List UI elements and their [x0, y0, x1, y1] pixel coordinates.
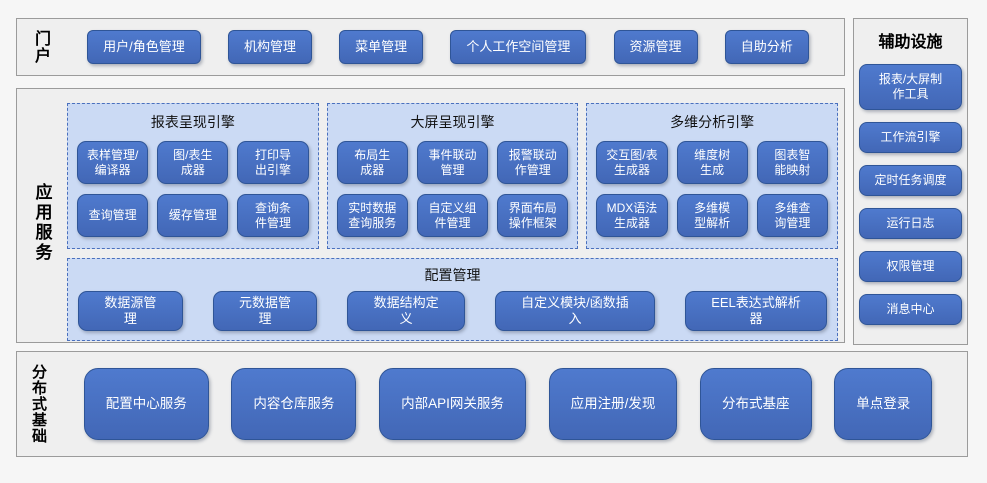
report-rendering-engine-panel: 报表呈现引擎 表样管理/ 编译器 图/表生 成器 打印导 出引擎 查询管理 缓存… — [67, 103, 319, 249]
node-datasource-mgmt: 数据源管理 — [78, 291, 183, 331]
node-query-mgmt: 查询管理 — [77, 194, 149, 237]
node-custom-component-mgmt: 自定义组 件管理 — [416, 194, 489, 237]
node-mdx-syntax-generator: MDX语法 生成器 — [596, 194, 668, 237]
application-services-section: 应用服务 报表呈现引擎 表样管理/ 编译器 图/表生 成器 打印导 出引擎 查询… — [16, 88, 845, 343]
multidim-analysis-engine-title: 多维分析引擎 — [670, 114, 755, 130]
node-report-screen-authoring-tool: 报表/大屏制 作工具 — [859, 64, 962, 110]
application-services-content: 报表呈现引擎 表样管理/ 编译器 图/表生 成器 打印导 出引擎 查询管理 缓存… — [67, 103, 839, 342]
node-config-center-service: 配置中心服务 — [83, 368, 209, 440]
bigscreen-rendering-engine-panel: 大屏呈现引擎 布局生 成器 事件联动 管理 报警联动 作管理 实时数据 查询服务… — [326, 103, 579, 249]
node-alarm-linkage-action-mgmt: 报警联动 作管理 — [497, 141, 569, 184]
config-mgmt-panel: 配置管理 数据源管理 元数据管理 数据结构定义 自定义模块/函数插入 EEL表达… — [67, 258, 838, 341]
node-app-register-discovery: 应用注册/发现 — [548, 368, 678, 440]
node-eel-expression-parser: EEL表达式解析器 — [684, 291, 827, 331]
bigscreen-rendering-engine-title: 大屏呈现引擎 — [410, 114, 495, 130]
node-realtime-data-query-service: 实时数据 查询服务 — [336, 194, 408, 237]
node-multidim-model-parsing: 多维模 型解析 — [676, 194, 748, 237]
node-menu-mgmt: 菜单管理 — [339, 30, 424, 64]
node-self-service-analysis: 自助分析 — [724, 30, 809, 64]
node-dimension-tree-generation: 维度树 生成 — [676, 141, 748, 184]
portal-section: 门户 用户/角色管理 机构管理 菜单管理 个人工作空间管理 资源管理 自助分析 — [16, 18, 845, 76]
node-ui-layout-framework: 界面布局 操作框架 — [497, 194, 569, 237]
engine-node-row: 交互图/表 生成器 维度树 生成 图表智 能映射 — [596, 141, 828, 184]
engines-row: 报表呈现引擎 表样管理/ 编译器 图/表生 成器 打印导 出引擎 查询管理 缓存… — [67, 103, 839, 249]
node-metadata-mgmt: 元数据管理 — [212, 291, 318, 331]
node-run-log: 运行日志 — [859, 208, 962, 239]
engine-node-row: 实时数据 查询服务 自定义组 件管理 界面布局 操作框架 — [336, 194, 569, 237]
node-chart-table-generator: 图/表生 成器 — [157, 141, 229, 184]
auxiliary-facilities-section: 辅助设施 报表/大屏制 作工具 工作流引擎 定时任务调度 运行日志 权限管理 消… — [853, 18, 968, 345]
node-cache-mgmt: 缓存管理 — [157, 194, 229, 237]
node-content-repo-service: 内容仓库服务 — [231, 368, 357, 440]
node-layout-generator: 布局生 成器 — [336, 141, 408, 184]
node-multidim-query-mgmt: 多维查 询管理 — [756, 194, 828, 237]
node-chart-smart-mapping: 图表智 能映射 — [756, 141, 828, 184]
node-query-condition-mgmt: 查询条 件管理 — [237, 194, 309, 237]
node-org-mgmt: 机构管理 — [227, 30, 312, 64]
portal-node-row: 用户/角色管理 机构管理 菜单管理 个人工作空间管理 资源管理 自助分析 — [52, 30, 844, 64]
engine-node-row: 表样管理/ 编译器 图/表生 成器 打印导 出引擎 — [77, 141, 309, 184]
node-user-role-mgmt: 用户/角色管理 — [87, 30, 201, 64]
node-workflow-engine: 工作流引擎 — [859, 122, 962, 153]
node-event-linkage-mgmt: 事件联动 管理 — [416, 141, 489, 184]
node-message-center: 消息中心 — [859, 294, 962, 325]
config-node-row: 数据源管理 元数据管理 数据结构定义 自定义模块/函数插入 EEL表达式解析器 — [78, 291, 827, 331]
auxiliary-facilities-title: 辅助设施 — [878, 34, 943, 51]
node-internal-api-gateway-service: 内部API网关服务 — [379, 368, 526, 440]
distributed-foundation-section: 分布式基础 配置中心服务 内容仓库服务 内部API网关服务 应用注册/发现 分布… — [16, 351, 968, 457]
config-mgmt-title: 配置管理 — [424, 267, 481, 283]
node-scheduled-task-scheduler: 定时任务调度 — [859, 165, 962, 196]
node-permission-mgmt: 权限管理 — [859, 251, 962, 282]
distributed-foundation-label: 分布式基础 — [30, 364, 47, 444]
node-resource-mgmt: 资源管理 — [613, 30, 698, 64]
node-template-mgmt-compiler: 表样管理/ 编译器 — [77, 141, 149, 184]
node-print-export-engine: 打印导 出引擎 — [237, 141, 309, 184]
node-interactive-chart-generator: 交互图/表 生成器 — [596, 141, 668, 184]
application-services-label-col: 应用服务 — [17, 103, 67, 342]
multidim-analysis-engine-panel: 多维分析引擎 交互图/表 生成器 维度树 生成 图表智 能映射 MDX语法 生成… — [586, 103, 839, 249]
node-data-structure-definition: 数据结构定义 — [347, 291, 465, 331]
application-services-label: 应用服务 — [32, 182, 52, 263]
node-distributed-base: 分布式基座 — [700, 368, 812, 440]
node-personal-workspace-mgmt: 个人工作空间管理 — [450, 30, 587, 64]
node-custom-module-function-insert: 自定义模块/函数插入 — [494, 291, 655, 331]
engine-node-row: MDX语法 生成器 多维模 型解析 多维查 询管理 — [596, 194, 828, 237]
engine-node-row: 查询管理 缓存管理 查询条 件管理 — [77, 194, 309, 237]
node-single-sign-on: 单点登录 — [834, 368, 933, 440]
distributed-node-row: 配置中心服务 内容仓库服务 内部API网关服务 应用注册/发现 分布式基座 单点… — [49, 368, 967, 440]
portal-label: 门户 — [32, 30, 49, 64]
engine-node-row: 布局生 成器 事件联动 管理 报警联动 作管理 — [336, 141, 569, 184]
report-rendering-engine-title: 报表呈现引擎 — [150, 114, 235, 130]
